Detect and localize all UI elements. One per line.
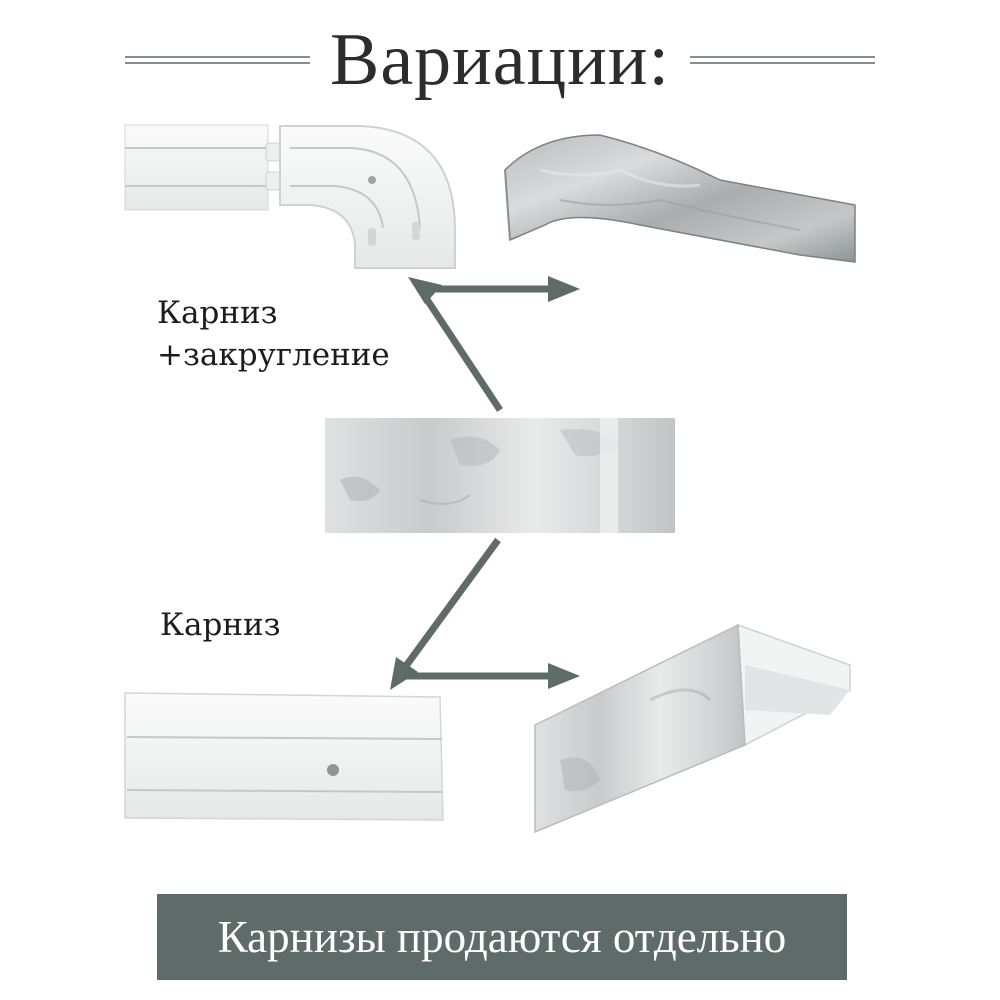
arrow-group-top [408,276,580,412]
concrete-cornice-on-rail-image [534,623,851,834]
label-line-cornice: Карниз [157,295,278,331]
straight-rail-image [124,692,444,821]
label-line-rounding: +закругление [157,337,390,373]
arrow-group-bottom [390,537,580,690]
arrow-head-up-left [408,277,442,304]
curved-concrete-cornice-image [504,134,856,263]
arrow-head-down-left [390,657,418,690]
page-title: Вариации: [329,19,670,101]
title-rule-left [125,56,310,64]
arrow-line-diagonal-bottom [400,537,501,673]
arrow-head-right-top [548,276,580,302]
arrow-line-diagonal-top [419,290,503,412]
arrow-head-right-bottom [548,663,580,689]
sold-separately-banner: Карнизы продаются отдельно [157,894,847,980]
title-rule-right [690,56,875,64]
rail-with-rounding-image [124,124,456,269]
concrete-texture-sample [325,418,675,533]
label-cornice: Карниз [160,607,281,643]
label-cornice-with-rounding: Карниз +закругление [157,292,390,376]
